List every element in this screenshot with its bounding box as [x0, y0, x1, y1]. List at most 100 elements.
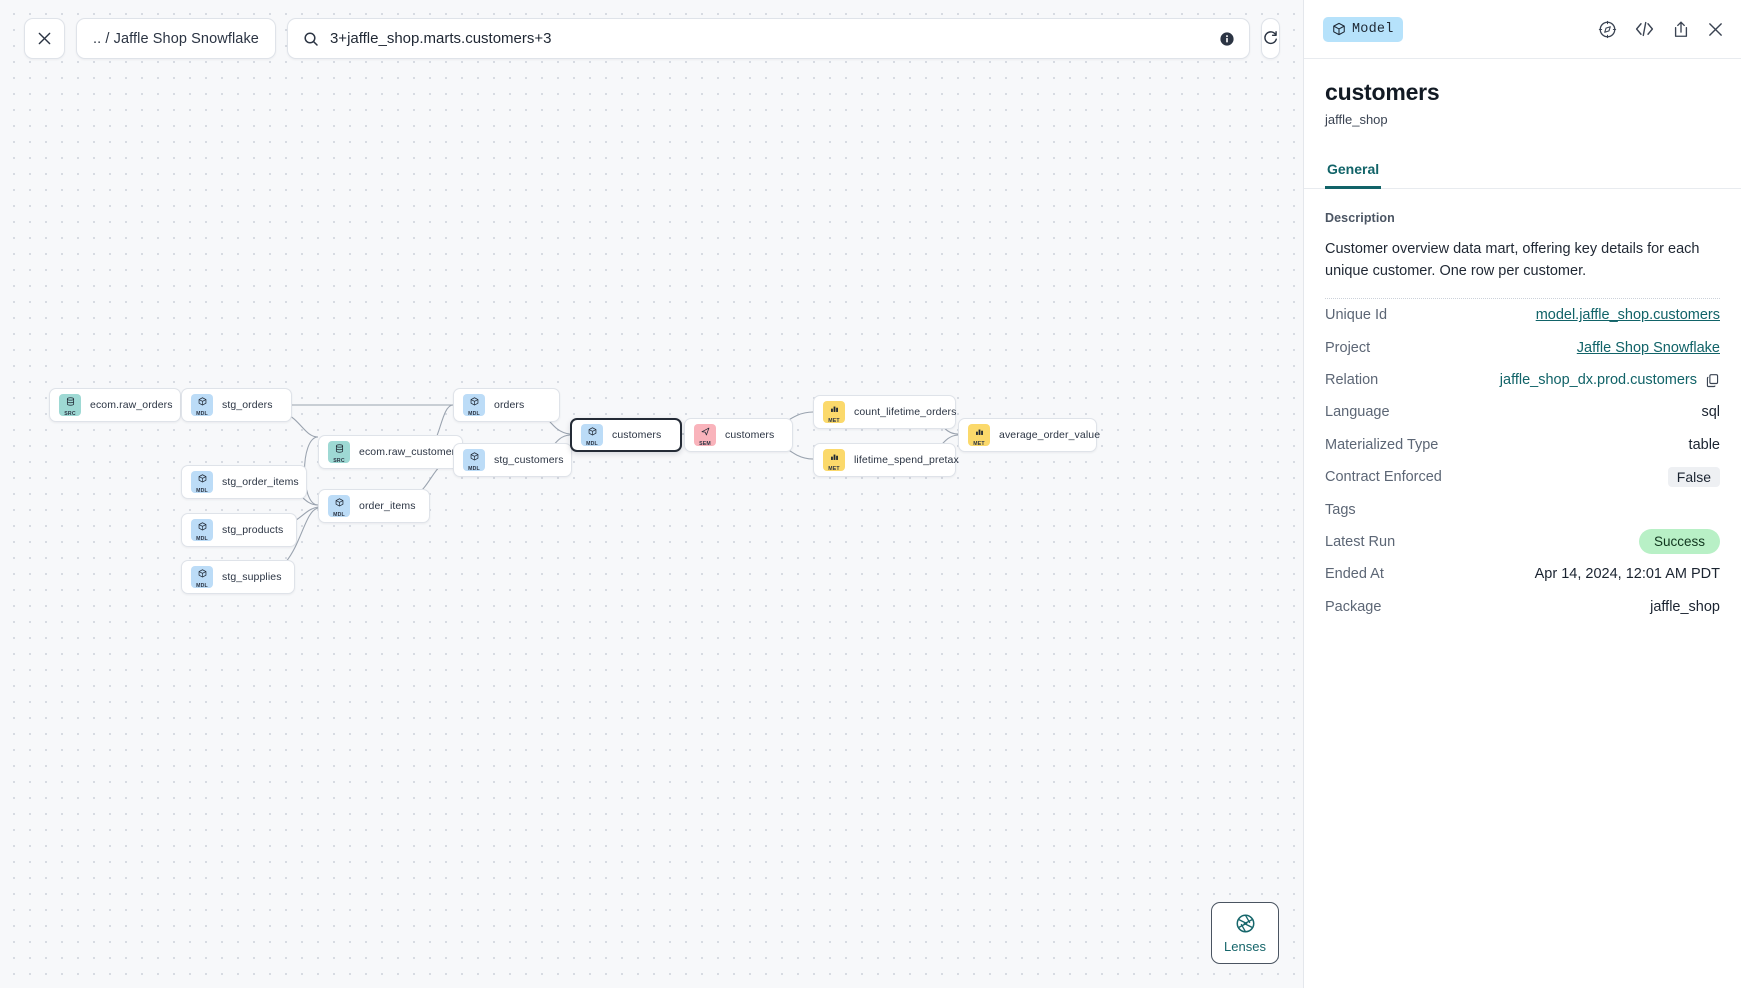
node-type-chip[interactable]: Model: [1323, 16, 1403, 42]
property-key: Language: [1325, 404, 1390, 421]
property-row: Tags: [1325, 493, 1720, 525]
lineage-node[interactable]: MDL stg_order_items: [181, 465, 307, 499]
lineage-node[interactable]: SEM customers: [684, 418, 793, 452]
node-type-abbrev: MDL: [196, 535, 208, 542]
lenses-label: Lenses: [1224, 938, 1266, 954]
lineage-node[interactable]: MET average_order_value: [958, 418, 1101, 452]
met-type-icon: MET: [823, 449, 845, 472]
details-panel: Model: [1303, 0, 1741, 988]
lineage-node[interactable]: MDL stg_products: [181, 513, 297, 547]
mdl-type-icon: MDL: [191, 394, 213, 417]
page-title: customers: [1325, 79, 1440, 105]
property-key: Relation: [1325, 372, 1379, 389]
property-link[interactable]: Jaffle Shop Snowflake: [1576, 339, 1720, 356]
property-key: Package: [1325, 598, 1382, 615]
mdl-type-icon: MDL: [328, 495, 350, 518]
node-type-abbrev: SRC: [64, 410, 76, 417]
page-subtitle: jaffle_shop: [1325, 112, 1388, 127]
lineage-node[interactable]: MDL stg_customers: [453, 443, 572, 477]
mdl-type-icon: MDL: [191, 566, 213, 589]
src-type-icon: SRC: [328, 441, 350, 464]
property-key: Latest Run: [1325, 533, 1396, 550]
property-relation-text[interactable]: jaffle_shop_dx.prod.customers: [1499, 372, 1697, 389]
node-type-abbrev: MDL: [196, 410, 208, 417]
property-key: Tags: [1325, 501, 1356, 518]
node-type-abbrev: MDL: [196, 582, 208, 589]
share-icon[interactable]: [1672, 20, 1690, 39]
property-link[interactable]: model.jaffle_shop.customers: [1535, 307, 1720, 324]
property-row: Package jaffle_shop: [1325, 591, 1720, 623]
breadcrumb[interactable]: .. / Jaffle Shop Snowflake: [76, 18, 276, 59]
mdl-type-icon: MDL: [191, 519, 213, 542]
node-type-abbrev: MDL: [468, 410, 480, 417]
mdl-type-icon: MDL: [463, 449, 485, 472]
node-type-abbrev: SRC: [333, 457, 345, 464]
search-input[interactable]: [329, 30, 1208, 47]
panel-header-actions: [1598, 20, 1724, 39]
node-label: stg_order_items: [222, 476, 299, 488]
property-text: table: [1688, 436, 1720, 453]
mdl-type-icon: MDL: [463, 394, 485, 417]
property-value: table: [1689, 437, 1720, 453]
refresh-button[interactable]: [1260, 18, 1280, 59]
node-label: count_lifetime_orders: [854, 406, 957, 418]
node-label: orders: [494, 399, 525, 411]
property-value: jaffle_shop_dx.prod.customers: [1500, 372, 1720, 388]
tab-general[interactable]: General: [1325, 153, 1382, 189]
mdl-type-icon: MDL: [191, 471, 213, 494]
compass-icon[interactable]: [1598, 20, 1617, 39]
lineage-search-bar[interactable]: [286, 18, 1250, 59]
property-row: Project Jaffle Shop Snowflake: [1325, 331, 1720, 363]
node-type-abbrev: MET: [973, 440, 985, 447]
node-type-abbrev: SEM: [699, 440, 711, 447]
property-row: Relation jaffle_shop_dx.prod.customers: [1325, 364, 1720, 396]
copy-icon[interactable]: [1705, 373, 1720, 388]
node-label: ecom.raw_orders: [90, 399, 173, 411]
close-panel-icon[interactable]: [1707, 21, 1724, 38]
node-label: stg_products: [222, 524, 284, 536]
property-value: jaffle_shop: [1650, 599, 1720, 615]
property-value: Apr 14, 2024, 12:01 AM PDT: [1535, 566, 1720, 582]
cube-icon: [1333, 22, 1345, 36]
lineage-node[interactable]: MDL stg_orders: [181, 388, 292, 422]
lineage-node[interactable]: SRC ecom.raw_orders: [49, 388, 181, 422]
status-badge: Success: [1638, 529, 1720, 555]
property-key: Project: [1325, 339, 1371, 356]
description-text: Customer overview data mart, offering ke…: [1325, 241, 1700, 280]
panel-body: Description Customer overview data mart,…: [1304, 189, 1741, 988]
property-text: sql: [1701, 404, 1720, 421]
code-icon[interactable]: [1634, 20, 1655, 38]
lineage-node[interactable]: SRC ecom.raw_customers: [318, 435, 463, 469]
property-key: Ended At: [1325, 566, 1384, 583]
property-value: model.jaffle_shop.customers: [1536, 307, 1720, 323]
node-label: order_items: [359, 500, 416, 512]
info-icon[interactable]: [1219, 31, 1235, 47]
node-type-abbrev: MDL: [196, 487, 208, 494]
property-key: Contract Enforced: [1325, 469, 1442, 486]
sem-type-icon: SEM: [694, 424, 716, 447]
node-label: average_order_value: [999, 429, 1101, 441]
node-label: stg_orders: [222, 399, 273, 411]
aperture-icon: [1236, 914, 1254, 932]
property-value: Success: [1638, 529, 1720, 555]
node-type-abbrev: MET: [828, 417, 840, 424]
lineage-node[interactable]: MET count_lifetime_orders: [813, 395, 956, 429]
lineage-node[interactable]: MDL order_items: [318, 489, 430, 523]
node-label: stg_customers: [494, 454, 564, 466]
property-text: Apr 14, 2024, 12:01 AM PDT: [1534, 566, 1720, 583]
close-graph-button[interactable]: [24, 18, 65, 59]
node-label: customers: [725, 429, 775, 441]
node-label: ecom.raw_customers: [359, 446, 461, 458]
lineage-node[interactable]: MDL orders: [453, 388, 560, 422]
src-type-icon: SRC: [59, 394, 81, 417]
lenses-button[interactable]: Lenses: [1211, 902, 1279, 964]
node-type-label: Model: [1352, 21, 1394, 37]
node-type-abbrev: MET: [828, 465, 840, 472]
